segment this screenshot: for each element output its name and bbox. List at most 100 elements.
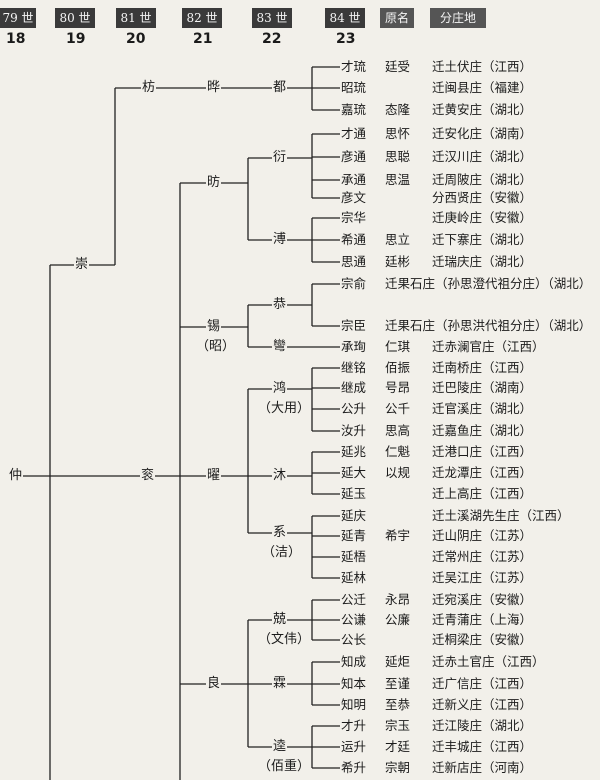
branch-place: 迁巴陵庄（湖南）	[432, 380, 533, 395]
descendant-name: 公迁	[341, 592, 367, 607]
original-name: 号昂	[385, 380, 411, 395]
original-name: 至谨	[385, 676, 411, 691]
descendant-name: 才升	[341, 718, 367, 733]
original-name: 思聪	[385, 149, 411, 164]
original-name: 宗朝	[385, 760, 411, 775]
original-name: 永昂	[385, 592, 411, 607]
node-liang: 良	[206, 676, 222, 692]
descendant-name: 宗臣	[341, 318, 367, 333]
branch-place: 迁龙潭庄（江西）	[432, 465, 533, 480]
header-gen-79: 79 世	[0, 8, 36, 28]
branch-place: 迁周陂庄（湖北）	[432, 172, 533, 187]
branch-place: 迁江陵庄（湖北）	[432, 718, 533, 733]
branch-place: 迁黄安庄（湖北）	[432, 102, 533, 117]
descendant-name: 宗华	[341, 210, 367, 225]
descendant-name: 延兆	[341, 444, 367, 459]
descendant-name: 延庆	[341, 508, 367, 523]
original-name: 公千	[385, 401, 411, 416]
branch-place: 迁广信庄（江西）	[432, 676, 533, 691]
original-name: 才廷	[385, 739, 411, 754]
node-yao: 曜	[206, 468, 222, 484]
branch-place: 迁青蒲庄（上海）	[432, 612, 533, 627]
branch-place: 迁上高庄（江西）	[432, 486, 533, 501]
original-name: 思怀	[385, 126, 411, 141]
node-hong: 鸿	[272, 381, 288, 397]
branch-place: 迁新义庄（江西）	[432, 697, 533, 712]
descendant-name: 知明	[341, 697, 367, 712]
node-du: 都	[272, 80, 288, 96]
note-kui: （佰重）	[258, 759, 311, 774]
header-original-name: 原名	[380, 8, 414, 28]
original-name: 思温	[385, 172, 411, 187]
node-lin: 霖	[272, 676, 288, 692]
gen-number-20: 20	[126, 31, 146, 47]
header-gen-83: 83 世	[252, 8, 292, 28]
descendant-name: 希通	[341, 232, 367, 247]
node-fang2: 昉	[206, 175, 222, 191]
branch-place: 迁果石庄（孙思澄代祖分庄）（湖北）	[385, 276, 592, 291]
header-gen-81: 81 世	[116, 8, 156, 28]
descendant-name: 继成	[341, 380, 367, 395]
node-mu: 沐	[272, 468, 288, 484]
descendant-name: 延大	[341, 465, 367, 480]
node-gun: 衮	[140, 468, 156, 484]
descendant-name: 延梧	[341, 549, 367, 564]
gen-number-22: 22	[262, 31, 282, 47]
branch-place: 迁瑞庆庄（湖北）	[432, 254, 533, 269]
node-jing: 兢	[272, 612, 288, 628]
node-kui: 逵	[272, 739, 288, 755]
node-fang: 枋	[141, 80, 157, 96]
branch-place: 迁赤土官庄（江西）	[432, 654, 545, 669]
descendant-name: 承通	[341, 172, 367, 187]
branch-place: 迁赤澜官庄（江西）	[432, 339, 545, 354]
gen-number-21: 21	[193, 31, 213, 47]
branch-place: 迁安化庄（湖南）	[432, 126, 533, 141]
branch-place: 迁港口庄（江西）	[432, 444, 533, 459]
node-yan: 衍	[272, 150, 288, 166]
branch-place: 迁闽县庄（福建）	[432, 80, 533, 95]
node-ye: 晔	[206, 80, 222, 96]
descendant-name: 思通	[341, 254, 367, 269]
original-name: 仁魁	[385, 444, 411, 459]
branch-place: 迁土伏庄（江西）	[432, 59, 533, 74]
original-name: 至恭	[385, 697, 411, 712]
header-gen-80: 80 世	[55, 8, 95, 28]
header-gen-82: 82 世	[182, 8, 222, 28]
original-name: 廷受	[385, 59, 411, 74]
branch-place: 迁吴江庄（江苏）	[432, 570, 533, 585]
header-gen-84: 84 世	[325, 8, 365, 28]
original-name: 以规	[385, 465, 411, 480]
descendant-name: 公谦	[341, 612, 367, 627]
descendant-name: 继铭	[341, 360, 367, 375]
note-xi-zhao: （昭）	[196, 339, 236, 354]
original-name: 仁琪	[385, 339, 411, 354]
descendant-name: 公长	[341, 632, 367, 647]
original-name: 希宇	[385, 528, 411, 543]
descendant-name: 彦文	[341, 190, 367, 205]
gen-number-19: 19	[66, 31, 86, 47]
node-xi-gen21: 系	[272, 525, 288, 541]
gen-number-23: 23	[336, 31, 356, 47]
descendant-name: 汝升	[341, 423, 367, 438]
original-name: 廷彬	[385, 254, 411, 269]
branch-place: 迁官溪庄（湖北）	[432, 401, 533, 416]
original-name: 延炬	[385, 654, 411, 669]
original-name: 态隆	[385, 102, 411, 117]
node-chong: 崇	[74, 257, 90, 273]
descendant-name: 宗俞	[341, 276, 367, 291]
descendant-name: 运升	[341, 739, 367, 754]
descendant-name: 承珣	[341, 339, 367, 354]
original-name: 思立	[385, 232, 411, 247]
descendant-name: 延青	[341, 528, 367, 543]
note-xi-jie: （洁）	[262, 545, 302, 560]
branch-place: 迁常州庄（江苏）	[432, 549, 533, 564]
original-name: 宗玉	[385, 718, 411, 733]
descendant-name: 彦通	[341, 149, 367, 164]
original-name: 公廉	[385, 612, 411, 627]
original-name: 思高	[385, 423, 411, 438]
descendant-name: 才通	[341, 126, 367, 141]
branch-place: 迁汉川庄（湖北）	[432, 149, 533, 164]
branch-place: 迁山阴庄（江苏）	[432, 528, 533, 543]
note-hong: （大用）	[258, 401, 311, 416]
